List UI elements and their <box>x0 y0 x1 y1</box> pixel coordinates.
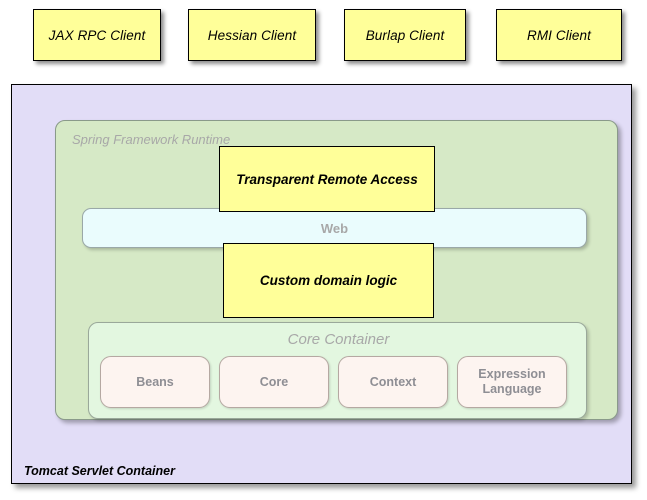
client-box-rmi[interactable]: RMI Client <box>496 9 622 61</box>
transparent-remote-access-box[interactable]: Transparent Remote Access <box>219 146 435 212</box>
core-container-box[interactable]: Core Container Beans Core Context Expres… <box>88 322 587 419</box>
client-label: RMI Client <box>526 27 591 43</box>
module-box-core[interactable]: Core <box>219 356 329 408</box>
client-box-jax-rpc[interactable]: JAX RPC Client <box>33 9 161 61</box>
module-box-beans[interactable]: Beans <box>100 356 210 408</box>
module-box-context[interactable]: Context <box>338 356 448 408</box>
module-label: Beans <box>136 374 174 389</box>
core-container-label: Core Container <box>287 331 390 348</box>
module-label: Context <box>369 374 417 389</box>
web-layer-label: Web <box>320 220 349 236</box>
custom-domain-logic-label: Custom domain logic <box>259 273 398 288</box>
client-label: Hessian Client <box>207 27 297 43</box>
transparent-remote-access-label: Transparent Remote Access <box>236 171 418 187</box>
client-label: JAX RPC Client <box>48 27 146 43</box>
custom-domain-logic-box[interactable]: Custom domain logic <box>223 243 434 318</box>
web-layer-box[interactable]: Web <box>82 208 587 248</box>
module-label: Expression Language <box>478 367 546 396</box>
module-box-expression-language[interactable]: Expression Language <box>457 356 567 408</box>
client-box-hessian[interactable]: Hessian Client <box>188 9 316 61</box>
module-label: Core <box>259 374 289 389</box>
client-label: Burlap Client <box>365 27 445 43</box>
tomcat-servlet-container-label: Tomcat Servlet Container <box>24 464 175 478</box>
client-box-burlap[interactable]: Burlap Client <box>344 9 466 61</box>
spring-framework-runtime-label: Spring Framework Runtime <box>72 132 231 147</box>
